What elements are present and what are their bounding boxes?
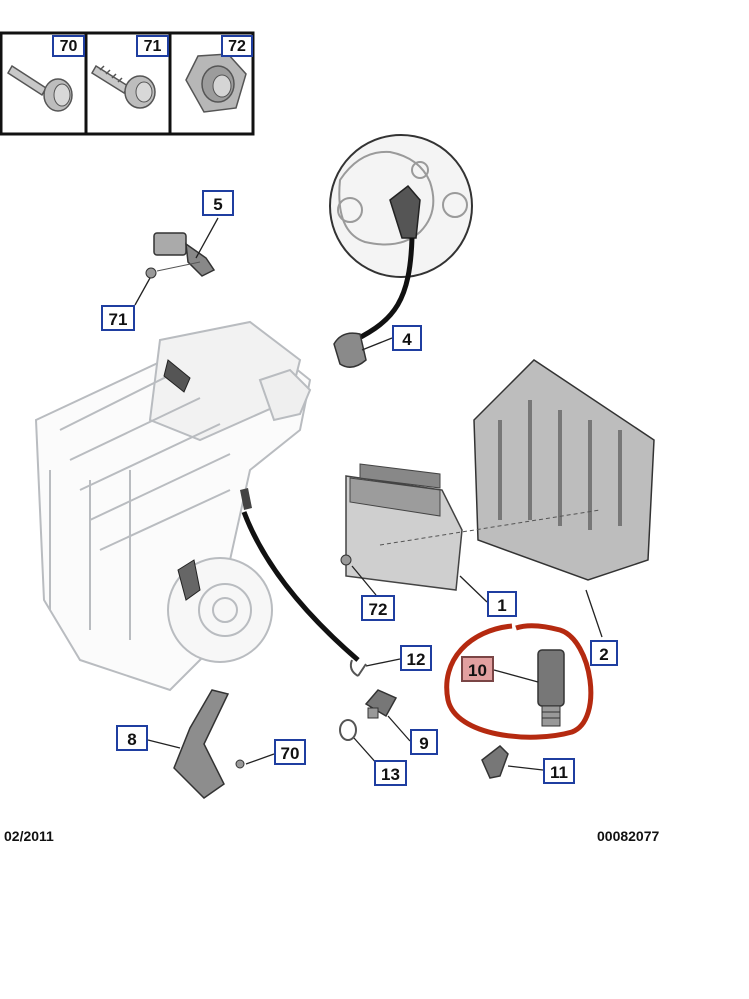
solenoid-valve-icon (537, 649, 565, 727)
callout-9: 9 (410, 729, 438, 755)
nut-icon (185, 53, 247, 113)
callout-10-highlighted: 10 (461, 656, 494, 682)
callout-2: 2 (590, 640, 618, 666)
hardware-ref-71: 71 (136, 35, 169, 57)
hardware-ref-70: 70 (52, 35, 85, 57)
hardware-ref-72: 72 (221, 35, 253, 57)
ecu-bracket-illustration (379, 359, 655, 581)
callout-71: 71 (101, 305, 135, 331)
callout-12: 12 (400, 645, 432, 671)
sensor-5-icon (145, 232, 216, 279)
callout-11: 11 (543, 758, 575, 784)
callout-13: 13 (374, 760, 407, 786)
hardware-panel (0, 31, 255, 136)
callout-4: 4 (392, 325, 422, 351)
zoom-inset (329, 134, 473, 278)
crankshaft-sensor-icon (173, 689, 245, 799)
callout-1: 1 (487, 591, 517, 617)
screw-icon (90, 64, 156, 109)
seal-icon (339, 719, 357, 741)
clip-icon (349, 659, 367, 677)
leader-lines (134, 217, 603, 771)
callout-8: 8 (116, 725, 148, 751)
footer-date: 02/2011 (4, 828, 54, 844)
callout-70: 70 (274, 739, 306, 765)
callout-5: 5 (202, 190, 234, 216)
knock-sensor-icon (333, 332, 367, 368)
footer-code: 00082077 (597, 828, 660, 844)
ecu-illustration (340, 463, 463, 591)
bolt-icon (6, 64, 73, 112)
highlight-circle (444, 623, 594, 740)
sensor-11-icon (481, 745, 509, 779)
sensor-9-icon (364, 689, 398, 719)
callout-72: 72 (361, 595, 395, 621)
